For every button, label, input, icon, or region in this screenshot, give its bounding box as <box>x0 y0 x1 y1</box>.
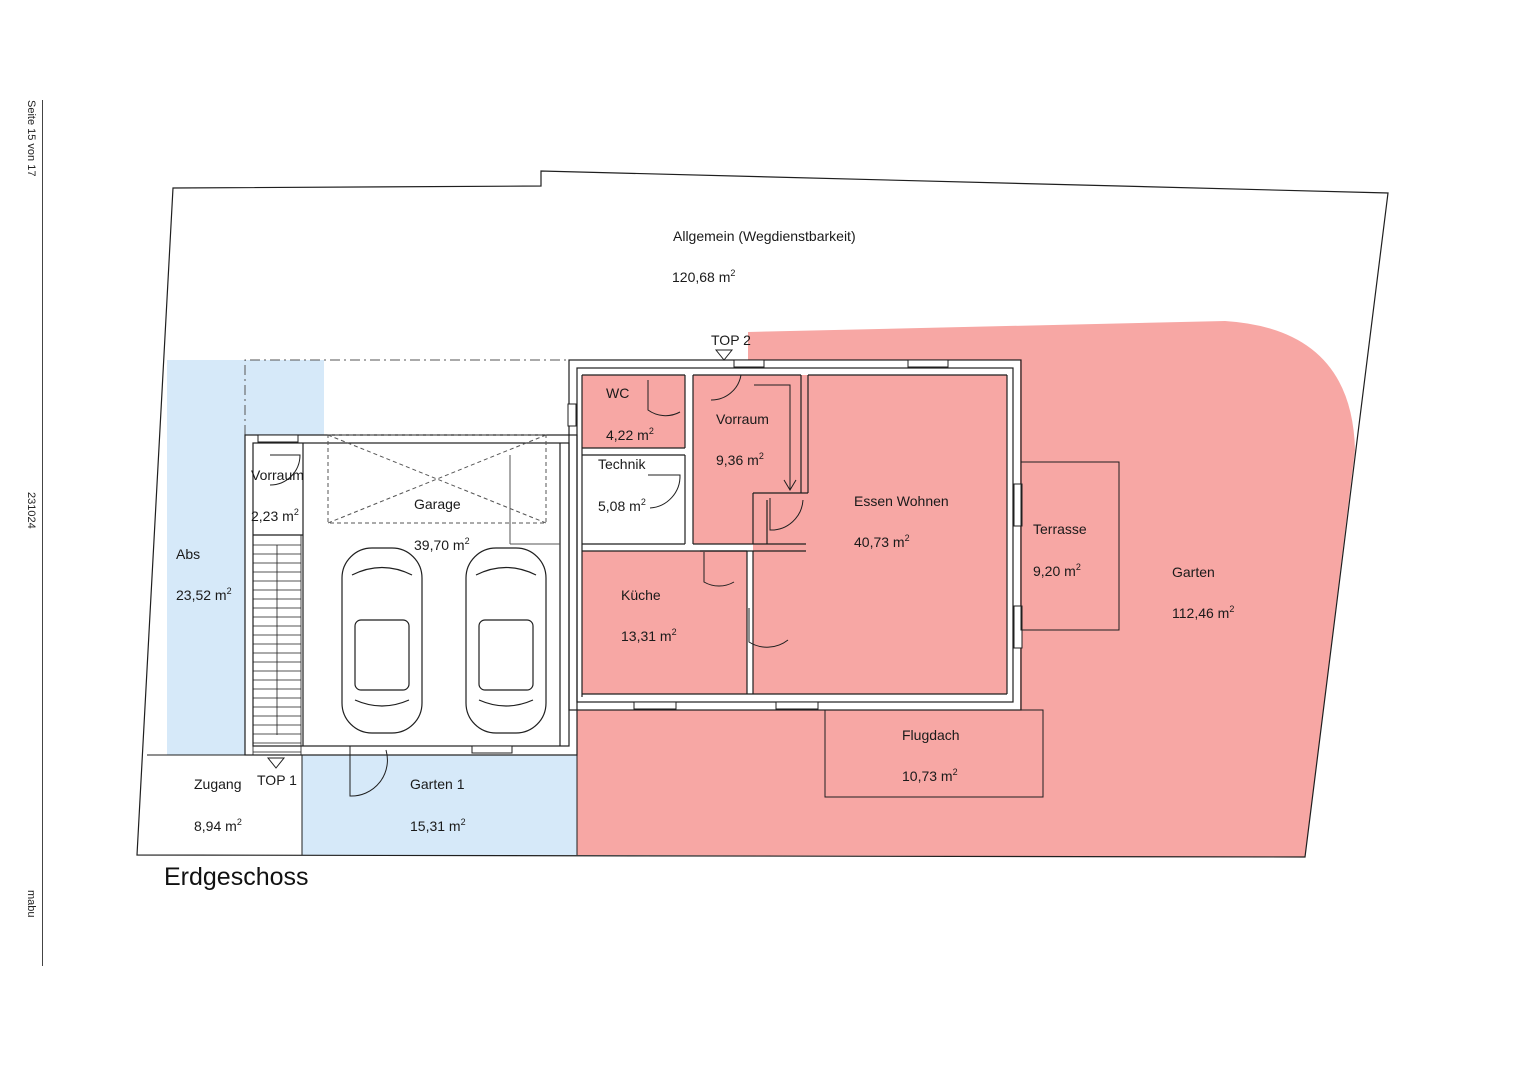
abs-area: 23,52 m2 <box>176 586 232 603</box>
abs-upper-zone <box>245 360 324 435</box>
garage-door <box>327 434 560 545</box>
garten1-name: Garten 1 <box>410 776 465 792</box>
stair-treads <box>253 544 301 753</box>
top1-label: TOP 1 <box>257 772 297 788</box>
terrasse-area: 9,20 m2 <box>1033 562 1081 579</box>
garten-area: 112,46 m2 <box>1172 604 1234 621</box>
zugang-name: Zugang <box>194 776 241 792</box>
car-1 <box>341 547 423 734</box>
kueche-name: Küche <box>621 587 661 603</box>
flugdach-outline <box>824 709 1044 798</box>
essen-area: 40,73 m2 <box>854 533 910 550</box>
technik-area: 5,08 m2 <box>598 497 646 514</box>
kueche-zone <box>582 551 747 694</box>
abs-zone <box>167 360 245 755</box>
margin-rule <box>42 100 43 966</box>
vorraum1-area: 2,23 m2 <box>251 507 299 524</box>
top2-label: TOP 2 <box>711 332 751 348</box>
top1-entrance-marker <box>266 757 286 769</box>
car-2 <box>465 547 547 734</box>
vorraum2-area: 9,36 m2 <box>716 451 764 468</box>
terrasse-name: Terrasse <box>1033 521 1087 537</box>
author-initials: mabu <box>25 890 37 918</box>
zones <box>167 321 1355 857</box>
abs-name: Abs <box>176 546 200 562</box>
garage-name: Garage <box>414 496 461 512</box>
carport-outline <box>244 359 570 435</box>
flugdach-name: Flugdach <box>902 727 960 743</box>
wc-zone <box>582 375 685 448</box>
technik-name: Technik <box>598 456 646 472</box>
allgemein-area: 120,68 m2 <box>672 268 735 285</box>
essen-name: Essen Wohnen <box>854 493 949 509</box>
windows <box>257 359 1023 754</box>
top2-entrance-marker <box>714 349 734 361</box>
page-number: Seite 15 von 17 <box>25 100 37 177</box>
essen-zone <box>753 375 1007 694</box>
garten-zone <box>577 321 1355 857</box>
flugdach-area: 10,73 m2 <box>902 767 958 784</box>
wc-name: WC <box>606 385 629 401</box>
garten-name: Garten <box>1172 564 1215 580</box>
garage-area: 39,70 m2 <box>414 536 470 553</box>
plan-title: Erdgeschoss <box>164 863 309 891</box>
room-labels: Allgemein (Wegdienstbarkeit) 120,68 m2 T… <box>176 228 1234 834</box>
wc-area: 4,22 m2 <box>606 426 654 443</box>
garten1-zone <box>302 755 577 855</box>
garten1-area: 15,31 m2 <box>410 817 466 834</box>
property-boundary <box>136 170 1389 858</box>
vorraum2-name: Vorraum <box>716 411 769 427</box>
allgemein-name: Allgemein (Wegdienstbarkeit) <box>673 228 856 244</box>
plan-code: 231024 <box>25 492 37 529</box>
terrasse-outline <box>1020 461 1120 631</box>
kueche-area: 13,31 m2 <box>621 627 677 644</box>
zugang-area: 8,94 m2 <box>194 817 242 834</box>
staircase <box>252 534 302 756</box>
doors <box>269 374 804 797</box>
vorraum1-name: Vorraum <box>251 467 304 483</box>
